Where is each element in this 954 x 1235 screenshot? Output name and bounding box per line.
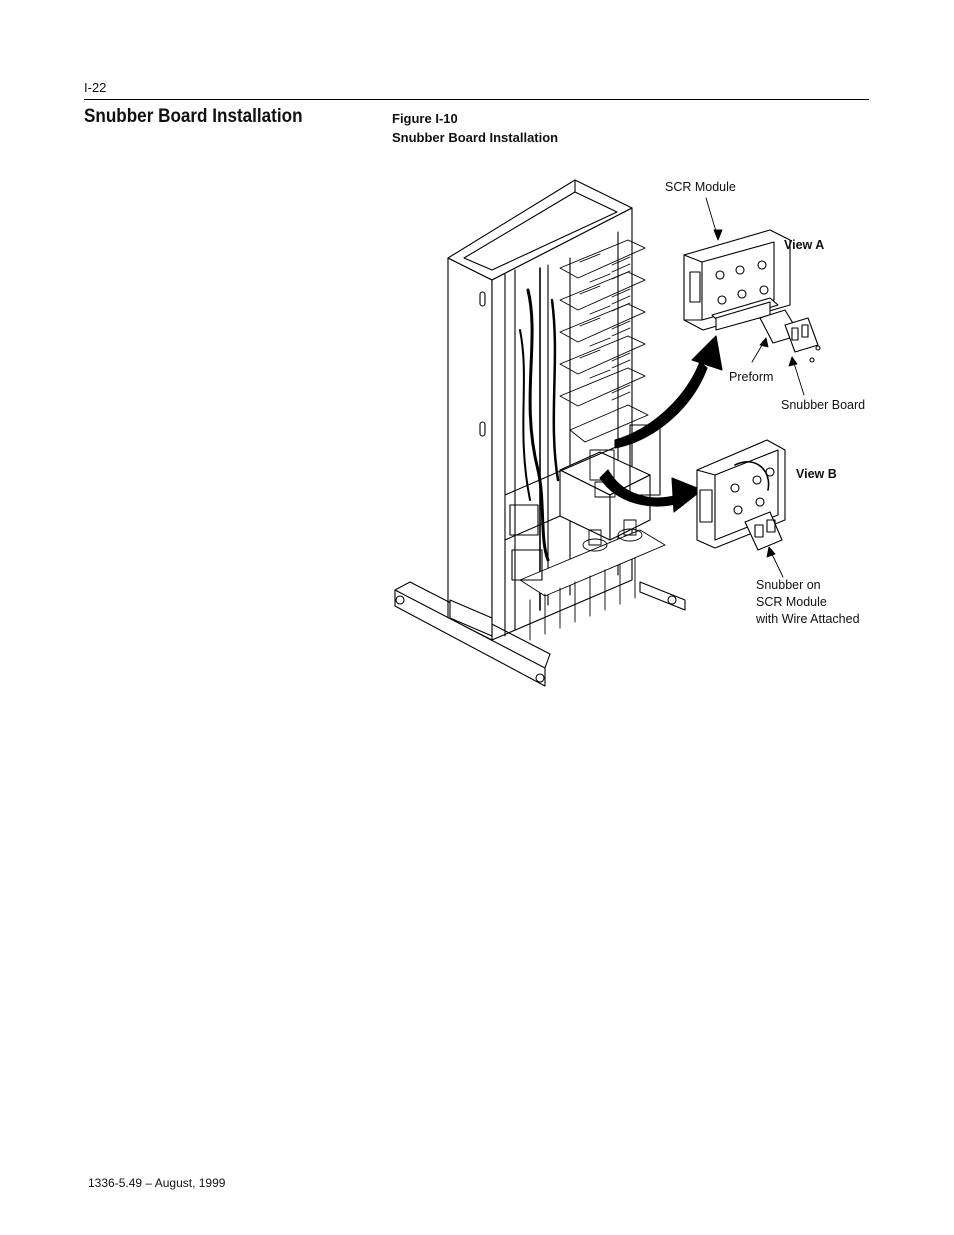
drive-cabinet-drawing [394, 179, 686, 687]
label-view-b: View B [796, 467, 837, 481]
view-a-scr-module [683, 229, 821, 363]
header-rule [84, 99, 869, 100]
label-snubber-board: Snubber Board [781, 398, 866, 412]
page-number: I-22 [84, 80, 107, 95]
label-snubber-on-line1: Snubber on [756, 578, 821, 592]
arrows [599, 335, 723, 513]
figure-number: Figure I-10 [392, 111, 458, 126]
leader-lines [705, 197, 805, 578]
footer-doc-ref: 1336-5.49 – August, 1999 [88, 1176, 226, 1190]
section-title: Snubber Board Installation [84, 106, 303, 127]
label-snubber-on-line3: with Wire Attached [756, 612, 860, 626]
label-view-a: View A [784, 238, 825, 252]
label-snubber-on-scr: Snubber on SCR Module with Wire Attached [756, 577, 860, 628]
label-scr-module: SCR Module [665, 180, 736, 194]
label-snubber-on-line2: SCR Module [756, 595, 827, 609]
figure-title: Snubber Board Installation [392, 130, 559, 145]
view-b-scr-module [696, 439, 786, 551]
label-preform: Preform [729, 370, 774, 384]
